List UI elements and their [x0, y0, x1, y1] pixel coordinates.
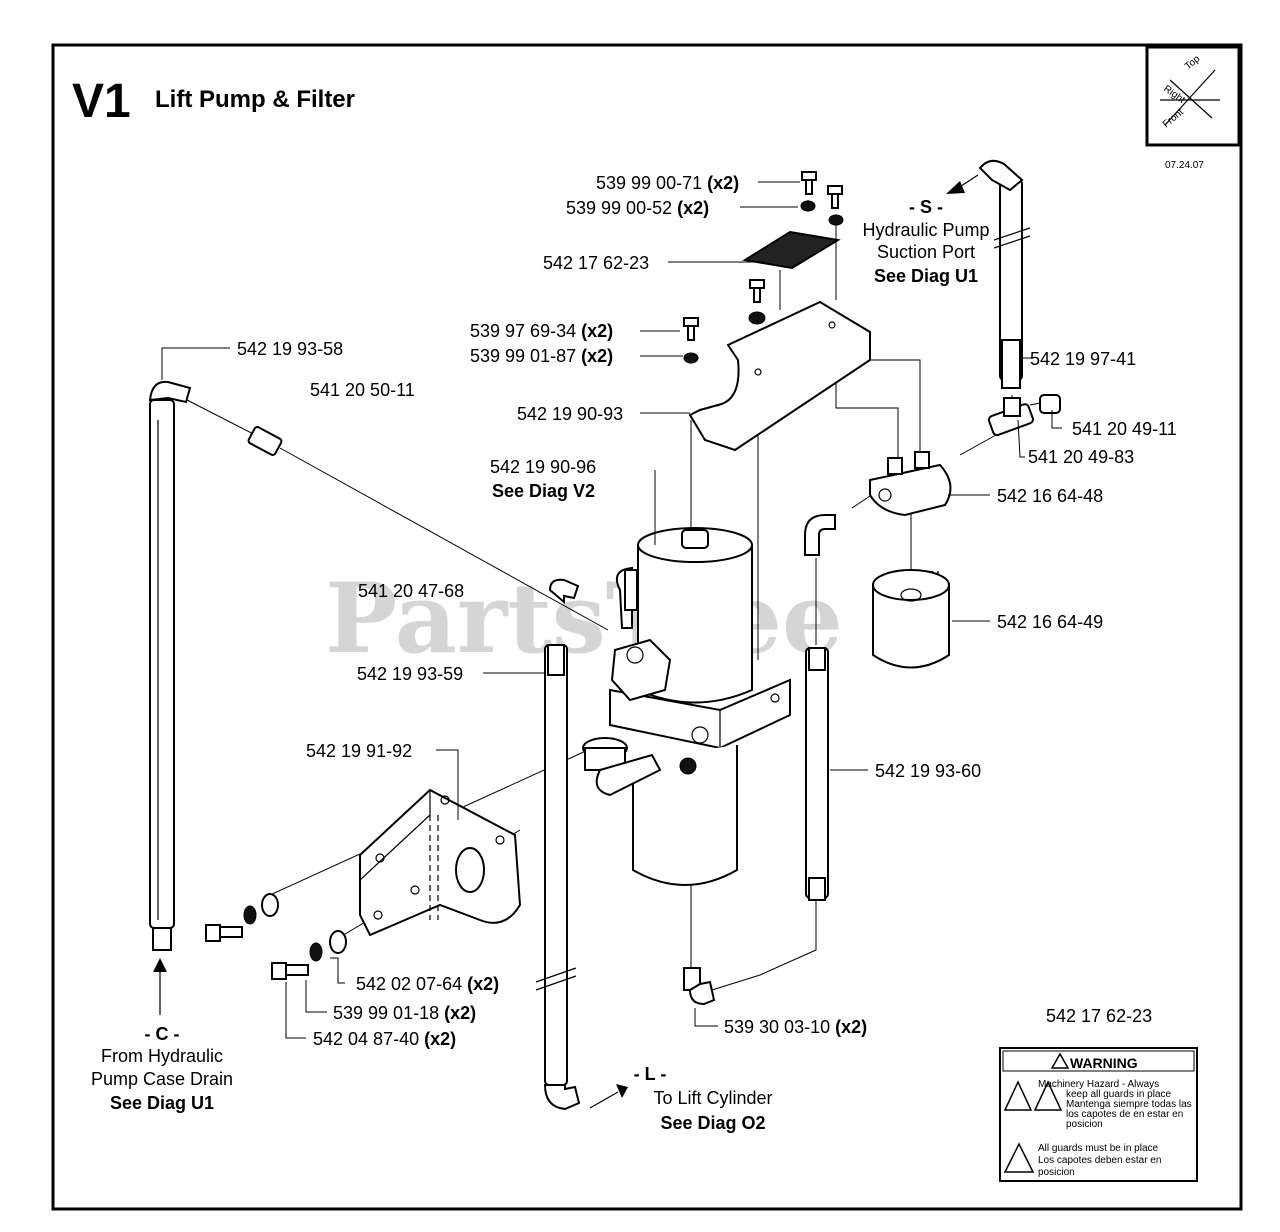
label-p18: 542 19 93-60 — [875, 761, 981, 781]
decal-fr-1: Mantenga siempre todas las — [1066, 1099, 1192, 1110]
decal-guards-2: Los capotes deben estar en — [1038, 1155, 1161, 1166]
orientation-indicator: Top Right Front — [1145, 45, 1241, 147]
decal-en-1: Machinery Hazard - Always — [1038, 1079, 1159, 1090]
label-p5: 539 99 01-87 (x2) — [470, 346, 613, 366]
label-p9: 541 20 50-11 — [310, 380, 415, 400]
svg-text:Suction Port: Suction Port — [877, 242, 975, 262]
label-p3: 542 17 62-23 — [543, 253, 649, 273]
svg-text:- L -: - L - — [634, 1064, 667, 1084]
hazard-entanglement-icon — [1003, 1080, 1033, 1111]
part-labels: 539 99 00-71 (x2) 539 99 00-52 (x2) 542 … — [237, 173, 1177, 1049]
label-p7: 542 19 90-96 — [490, 457, 596, 477]
orientation-front: Front — [1161, 107, 1186, 131]
label-p22: 539 30 03-10 (x2) — [724, 1017, 867, 1037]
hose-case-drain — [148, 380, 192, 951]
section-code: V1 — [72, 75, 131, 128]
mounting-plate — [359, 788, 522, 937]
label-p2: 539 99 00-52 (x2) — [566, 198, 709, 218]
label-p17: 542 19 91-92 — [306, 741, 412, 761]
filter-head — [869, 451, 952, 517]
label-p19: 542 02 07-64 (x2) — [356, 974, 499, 994]
bolts-bottom — [205, 893, 347, 980]
label-p14: 541 20 47-68 — [358, 581, 464, 601]
decal-guards-1: All guards must be in place — [1038, 1143, 1159, 1154]
flow-arrows — [153, 174, 979, 1109]
label-p16: 542 19 93-59 — [357, 664, 463, 684]
hazard-guard-icon — [1033, 1080, 1063, 1111]
elbow-fitting — [804, 514, 836, 556]
pump-mount-bracket — [688, 279, 871, 452]
label-p7-note: See Diag V2 — [492, 481, 595, 501]
label-p10: 542 19 97-41 — [1030, 349, 1136, 369]
svg-text:See Diag O2: See Diag O2 — [660, 1113, 765, 1133]
hazard-guards-icon — [1003, 1142, 1035, 1173]
svg-text:Hydraulic Pump: Hydraulic Pump — [862, 220, 989, 240]
callout-lift: - L - To Lift Cylinder See Diag O2 — [634, 1064, 773, 1133]
decal-heading: WARNING — [1070, 1055, 1138, 1071]
bolts-top — [800, 171, 844, 226]
page-title: Lift Pump & Filter — [155, 86, 355, 113]
hose-lift-cylinder — [535, 578, 581, 1111]
svg-text:See Diag U1: See Diag U1 — [874, 266, 978, 286]
svg-text:See Diag U1: See Diag U1 — [110, 1093, 214, 1113]
tee-fitting — [987, 394, 1061, 437]
label-p12: 541 20 49-83 — [1028, 447, 1134, 467]
label-p1: 539 99 00-71 (x2) — [596, 173, 739, 193]
diagram-frame — [51, 43, 1243, 1211]
svg-text:Pump Case Drain: Pump Case Drain — [91, 1069, 233, 1089]
callout-case-drain: - C - From Hydraulic Pump Case Drain See… — [91, 1024, 233, 1113]
orientation-right: Right — [1161, 83, 1187, 106]
label-p11: 541 20 49-11 — [1072, 419, 1177, 439]
fitting-541-20-50-11 — [247, 426, 283, 456]
label-p23: 542 17 62-23 — [1046, 1006, 1152, 1026]
pump-assembly — [582, 527, 791, 886]
label-leaders — [161, 181, 1062, 1039]
svg-text:From Hydraulic: From Hydraulic — [101, 1046, 223, 1066]
elbow-539-30-03-10 — [683, 967, 716, 1006]
warning-decal: WARNING Machinery Hazard - Always keep a… — [999, 1047, 1198, 1182]
watermark-text: PartsTree — [325, 562, 843, 675]
decal-fr-2: los capotes de en estar en — [1066, 1109, 1183, 1120]
label-p4: 539 97 69-34 (x2) — [470, 321, 613, 341]
hose-filter-return — [805, 647, 829, 901]
label-p20: 539 99 01-18 (x2) — [333, 1003, 476, 1023]
label-p15: 542 16 64-49 — [997, 612, 1103, 632]
warning-triangle-icon — [1050, 1052, 1070, 1069]
orientation-top: Top — [1183, 53, 1203, 72]
label-p6: 542 19 90-93 — [517, 404, 623, 424]
decal-fr-3: posicion — [1066, 1119, 1103, 1130]
filter-cartridge — [872, 569, 950, 669]
callout-suction: - S - Hydraulic Pump Suction Port See Di… — [862, 197, 989, 286]
label-p21: 542 04 87-40 (x2) — [313, 1029, 456, 1049]
diagram-date: 07.24.07 — [1165, 160, 1204, 171]
svg-text:- S -: - S - — [909, 197, 943, 217]
decal-guards-3: posicion — [1038, 1167, 1075, 1178]
svg-text:To Lift Cylinder: To Lift Cylinder — [653, 1088, 772, 1108]
bolt-539-97-69-34 — [683, 317, 699, 364]
decal-en-2: keep all guards in place — [1066, 1089, 1172, 1100]
svg-text:- C -: - C - — [145, 1024, 180, 1044]
decal-plate — [742, 230, 841, 270]
label-p8: 542 19 93-58 — [237, 339, 343, 359]
hose-suction — [978, 159, 1031, 389]
label-p13: 542 16 64-48 — [997, 486, 1103, 506]
